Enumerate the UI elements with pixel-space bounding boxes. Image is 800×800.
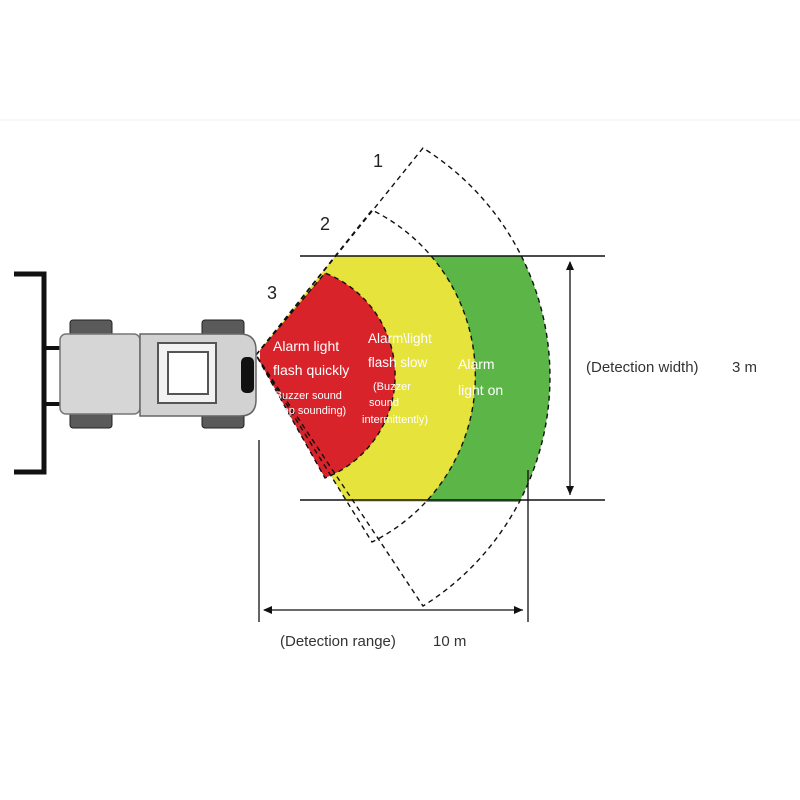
rear-sensor [241, 357, 254, 393]
sector3-outline [255, 272, 396, 479]
zone3-title-line1: Alarm light [273, 338, 339, 354]
zone1-number: 1 [373, 151, 383, 171]
zone2-note-line3: intermittently) [362, 414, 428, 426]
zone2-title-line2: flash slow [368, 355, 428, 370]
zone3-number: 3 [267, 283, 277, 303]
chassis [59, 333, 141, 415]
sector1-outline [255, 147, 551, 607]
zone1-title-line1: Alarm [458, 356, 495, 372]
detection-range-label: (Detection range) [280, 633, 396, 650]
zone1-title-line2: light on [458, 382, 503, 398]
zone3-title-line2: flash quickly [273, 362, 349, 378]
zone3-note-line2: keep sounding) [271, 405, 346, 417]
sector2-outline [255, 209, 476, 543]
detection-width-value: 3 m [732, 359, 757, 376]
detection-range-value: 10 m [433, 633, 466, 650]
forklift-top-view-icon [14, 271, 257, 475]
zone3-area [260, 273, 395, 478]
zone2-title-line1: Alarm\light [368, 331, 432, 346]
detection-zones [260, 256, 550, 502]
zone2-number: 2 [320, 214, 330, 234]
cab-window [167, 351, 209, 395]
zone2-note-line1: (Buzzer [373, 381, 411, 393]
fork-bracket [14, 271, 47, 475]
sector-outlines [255, 147, 551, 607]
zone2-note-line2: sound [369, 397, 399, 409]
zone3-note-line1: (Buzzer sound [271, 390, 342, 402]
detection-width-label: (Detection width) [586, 359, 699, 376]
